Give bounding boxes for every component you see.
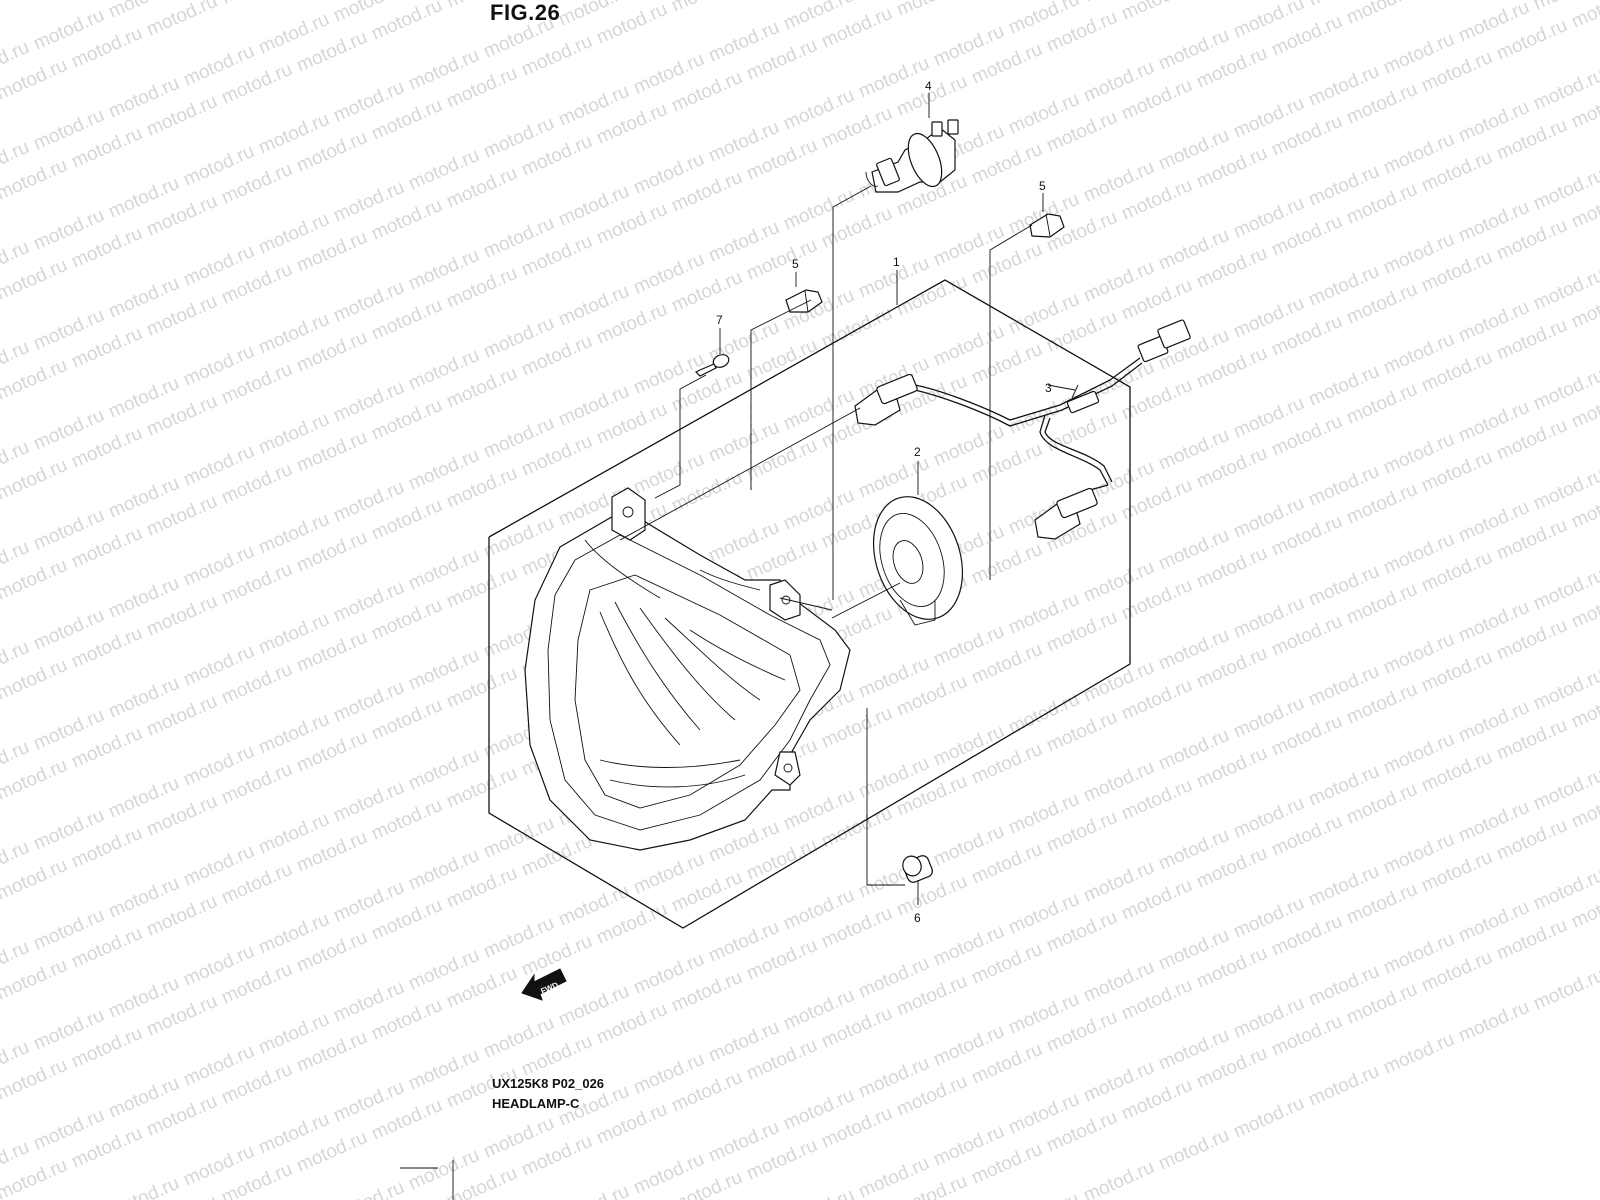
callout-6: 6 (914, 911, 921, 925)
callout-2: 2 (914, 445, 921, 459)
callout-4: 4 (925, 79, 932, 93)
callout-1: 1 (893, 255, 900, 269)
diagram-name: HEADLAMP-C (492, 1096, 580, 1111)
bulb-cover-2 (872, 461, 964, 626)
assembly-box (488, 279, 1131, 929)
diagram-code: UX125K8 P02_026 (492, 1076, 605, 1091)
callout-5b: 5 (1039, 179, 1046, 193)
headlight-bulb-4 (865, 93, 959, 193)
wiring-harness-3 (854, 319, 1191, 540)
callout-5a: 5 (792, 257, 799, 271)
headlamp-housing (524, 487, 851, 851)
screw-7 (694, 328, 730, 377)
callout-7: 7 (716, 313, 723, 327)
position-bulb-5a (785, 272, 823, 313)
position-bulb-5b (1029, 193, 1065, 238)
crop-marks (400, 1160, 454, 1200)
fwd-arrow: FWD (521, 968, 567, 1001)
grommet-6 (902, 855, 933, 905)
leader-lines (619, 185, 1033, 886)
callout-3: 3 (1045, 381, 1052, 395)
figure-title: FIG.26 (490, 0, 561, 25)
